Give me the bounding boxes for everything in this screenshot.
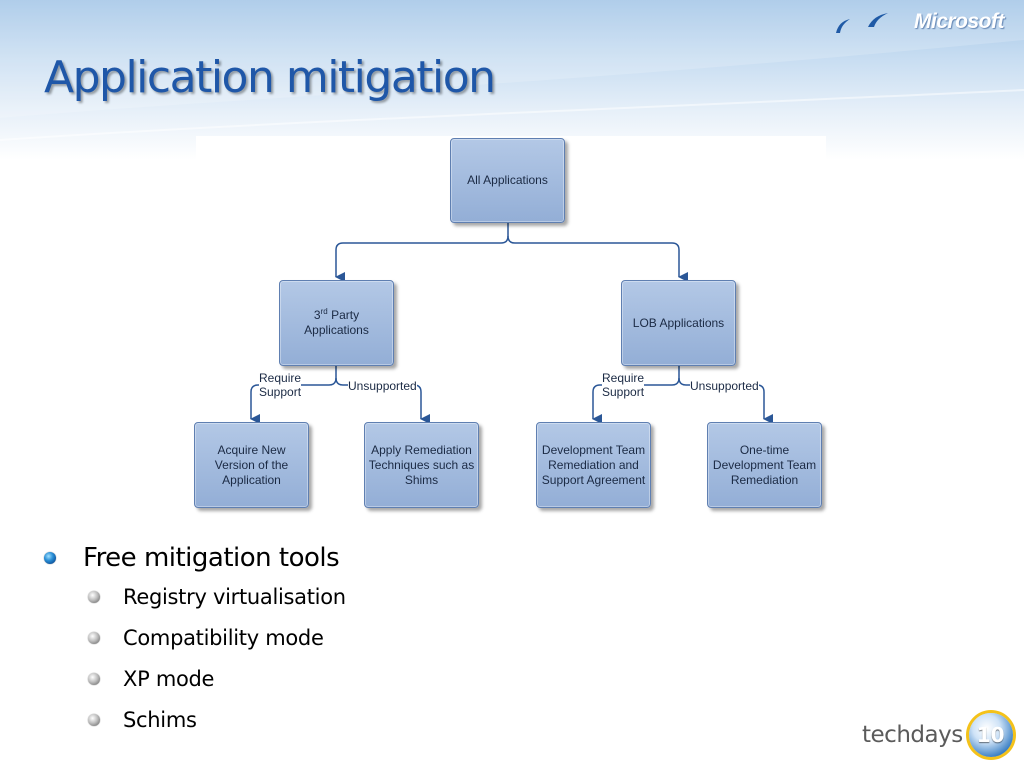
connector-all-to-lob [507,235,688,282]
sub-bullet-text: Compatibility mode [123,625,324,650]
node-all-applications-label: All Applications [467,173,548,187]
blue-bullet-icon [44,552,56,564]
bullet-text: Free mitigation tools [83,543,340,573]
techdays-logo: techdays 10 [862,713,1013,757]
edge-label-unsupported-lob: Unsupported [690,379,759,393]
grey-bullet-icon [88,631,100,644]
node-all-applications: All Applications [450,138,565,223]
techdays-badge-number: 10 [976,723,1005,747]
node-acquire-new-version: Acquire New Version of the Application [194,422,309,508]
node-one-time-development-label: One-time Development Team Remediation [712,442,817,487]
grey-bullet-icon [88,713,100,726]
birds-icon [836,13,888,33]
sub-bullet-text: Schims [123,707,197,732]
node-lob-applications-label: LOB Applications [632,315,725,330]
node-apply-remediation: Apply Remediation Techniques such as Shi… [364,422,479,508]
connector-all-to-3rd-party [335,223,509,282]
node-apply-remediation-label: Apply Remediation Techniques such as Shi… [368,442,475,487]
node-one-time-development: One-time Development Team Remediation [707,422,822,508]
sub-bullet-text: Registry virtualisation [123,584,346,609]
sub-bullet-item: XP mode [88,658,346,699]
grey-bullet-icon [88,590,100,603]
sub-bullet-item: Schims [88,699,346,740]
slide-title: Application mitigation [44,52,496,103]
node-dev-team-remediation: Development Team Remediation and Support… [536,422,651,508]
microsoft-logo: Microsoft [828,6,1005,38]
grey-bullet-icon [88,672,100,685]
bullet-item: Free mitigation tools [44,540,346,576]
sub-bullet-text: XP mode [123,666,215,691]
bullet-list: Free mitigation tools Registry virtualis… [44,540,346,740]
edge-label-unsupported-3rd-party: Unsupported [348,379,417,393]
header-background [0,0,1024,160]
edge-label-require-support-lob: Require Support [602,371,645,399]
node-lob-applications: LOB Applications [621,280,736,366]
techdays-wordmark: techdays [862,722,963,748]
header-swoosh [0,0,1024,141]
sub-bullet-item: Registry virtualisation [88,576,346,617]
node-dev-team-remediation-label: Development Team Remediation and Support… [541,442,646,487]
sub-bullet-item: Compatibility mode [88,617,346,658]
edge-label-require-support-3rd-party: Require Support [259,371,302,399]
techdays-badge-icon: 10 [968,713,1013,757]
microsoft-wordmark: Microsoft [914,10,1005,33]
node-acquire-new-version-label: Acquire New Version of the Application [214,442,289,487]
